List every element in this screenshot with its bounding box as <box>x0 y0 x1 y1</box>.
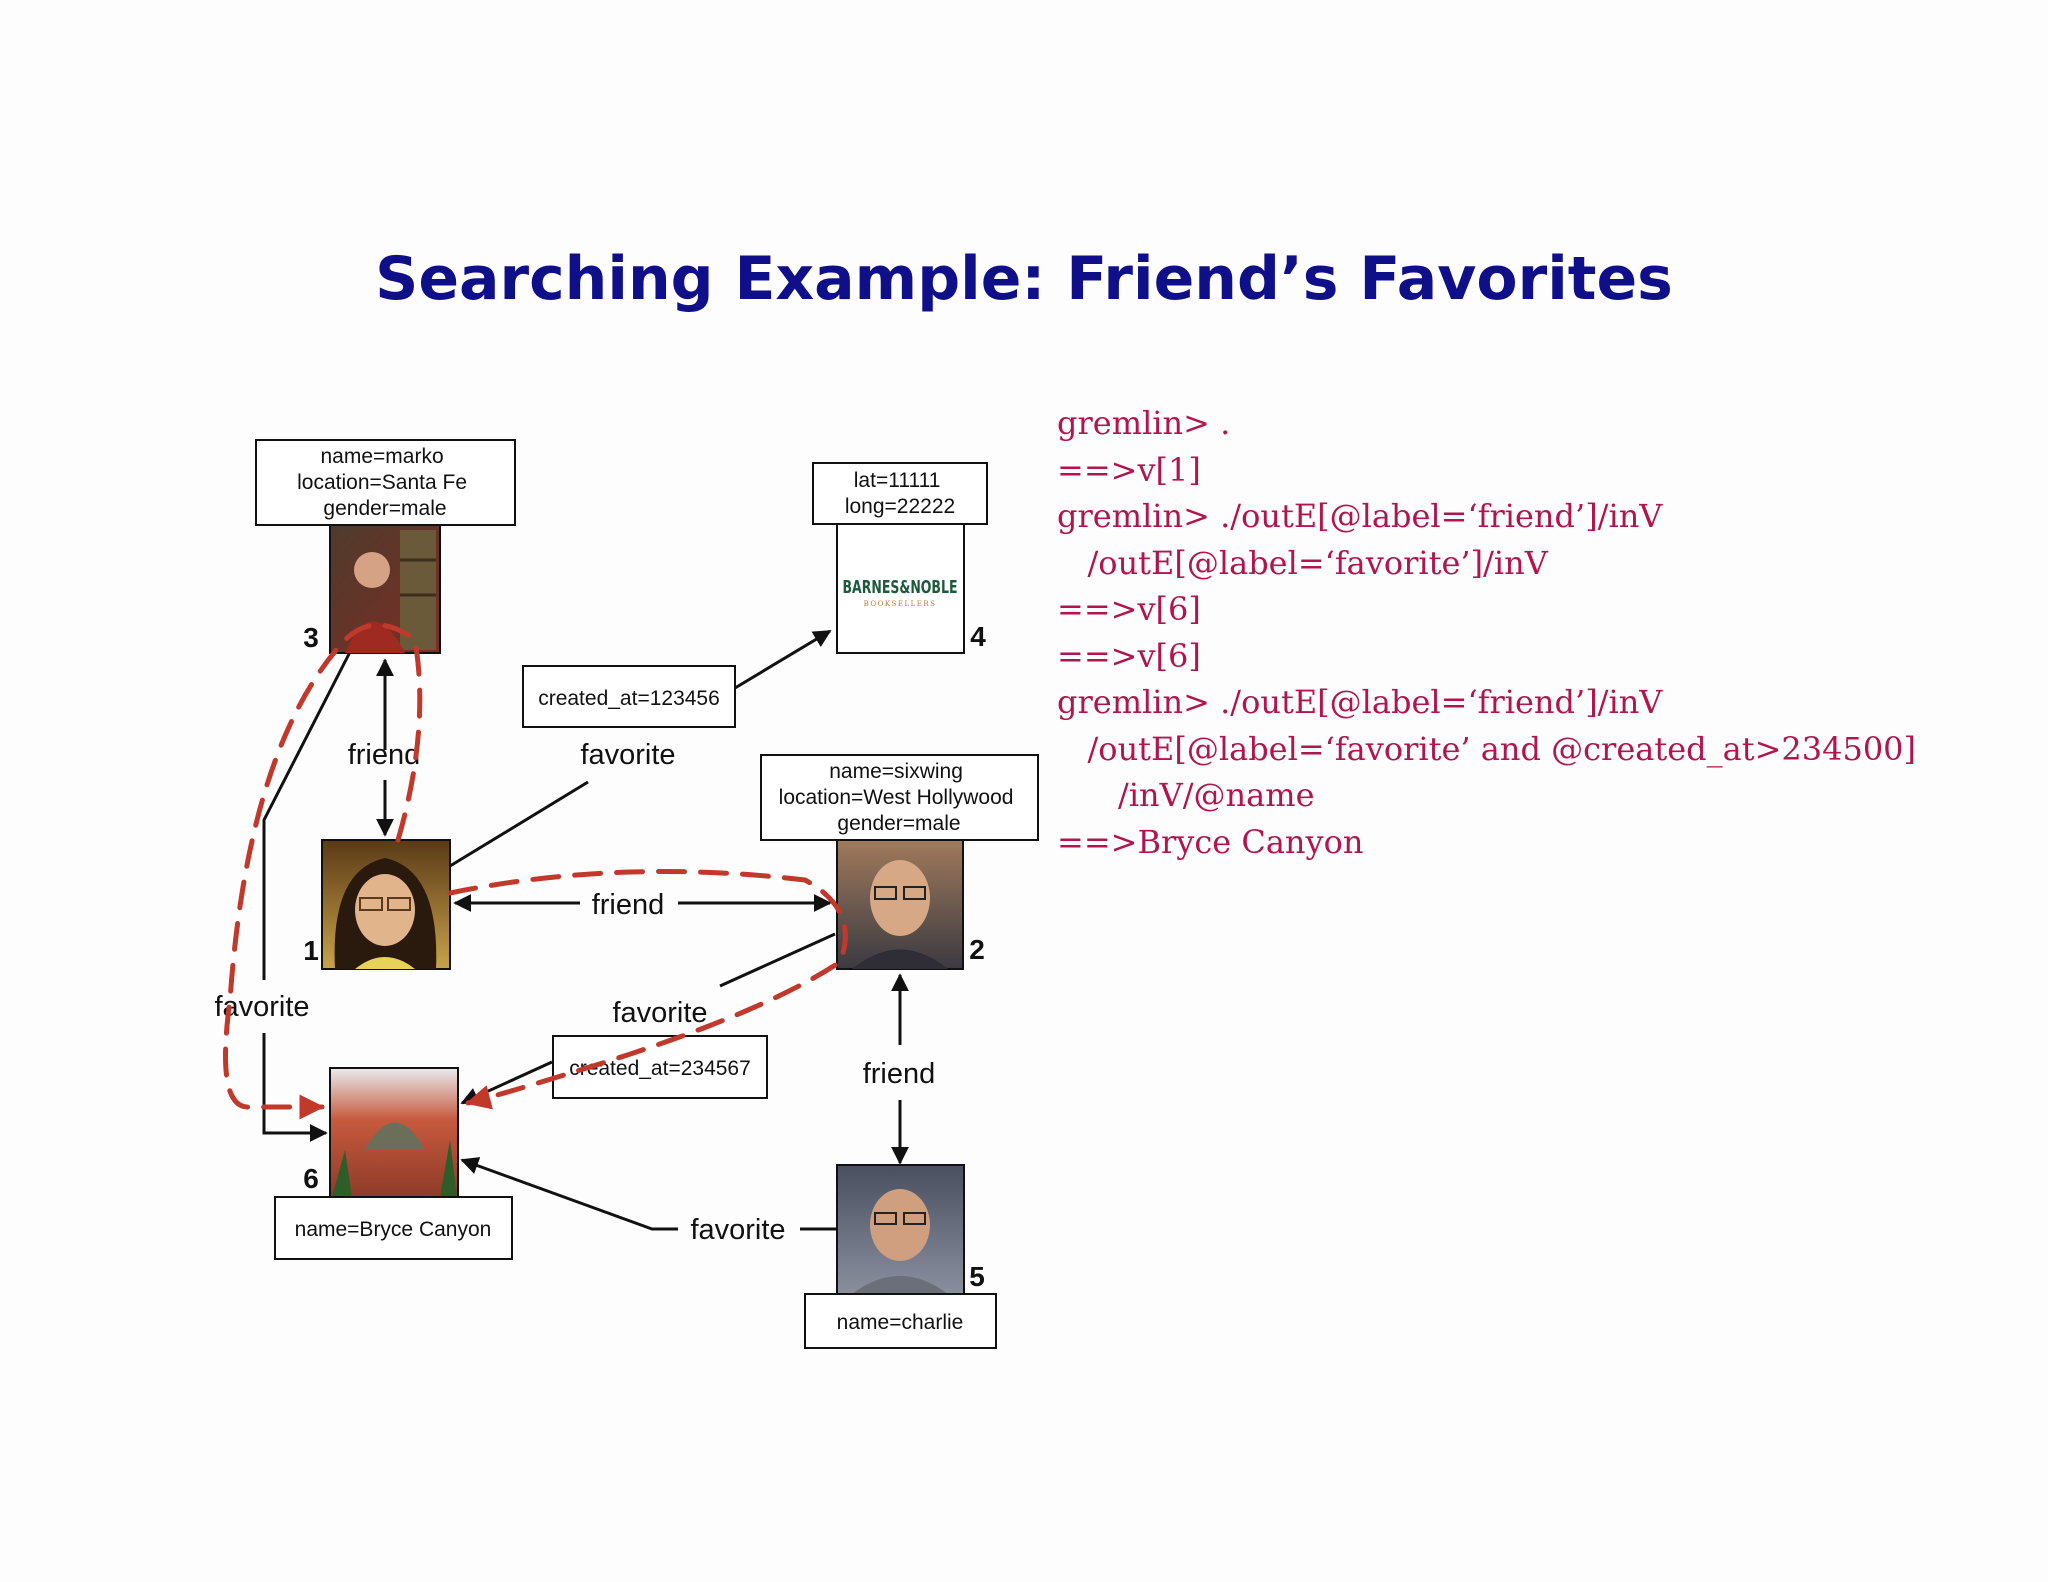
edge-label-friend-1-2: friend <box>592 889 665 921</box>
vertex-1: 1 <box>303 839 451 970</box>
vertex-6-prop: name=Bryce Canyon <box>295 1218 492 1241</box>
code-line: gremlin> . <box>1057 404 1231 442</box>
code-line: ==>v[6] <box>1057 590 1201 628</box>
person-photo-charlie <box>836 1164 965 1295</box>
slide-title: Searching Example: Friend’s Favorites <box>375 244 1673 314</box>
vertex-4-props-box <box>812 462 988 525</box>
vertex-2-prop: name=sixwing <box>829 760 963 783</box>
vertex-2-prop: gender=male <box>837 812 960 835</box>
vertex-3-id: 3 <box>303 622 319 653</box>
barnes-noble-logo-text: BARNES&NOBLE <box>843 577 958 598</box>
code-line: /inV/@name <box>1057 776 1315 814</box>
edge-props-2-6: created_at=234567 <box>569 1057 751 1080</box>
code-line: ==>v[6] <box>1057 636 1201 675</box>
traversal-path-1-to-2-to-6 <box>447 869 848 1110</box>
vertex-5: 5 name=charlie <box>804 1164 997 1349</box>
person-photo-marko <box>329 524 441 654</box>
vertex-5-props-box <box>804 1293 997 1349</box>
vertex-5-id: 5 <box>969 1261 985 1292</box>
traversal-path-1-to-3-to-6 <box>223 622 423 1120</box>
svg-text:name=marko location=Sant: name=marko location=Santa Fe gender=male <box>297 445 473 520</box>
edge-favorite-3-6: favorite <box>214 651 352 1142</box>
code-line: gremlin> ./outE[@label=‘friend’]/inV <box>1057 497 1663 535</box>
vertex-6: 6 name=Bryce Canyon <box>274 1067 513 1260</box>
vertex-4-prop: long=22222 <box>845 495 955 518</box>
gremlin-console: gremlin> . ==>v[1] gremlin> ./outE[@labe… <box>1057 400 1916 865</box>
vertex-3-prop: location=Santa Fe <box>297 471 467 494</box>
vertex-1-id: 1 <box>303 935 319 966</box>
code-line: ==>v[1] <box>1057 450 1201 489</box>
edge-friend-2-5: friend <box>863 973 936 1165</box>
vertex-2-prop: location=West Hollywood <box>779 786 1014 809</box>
svg-text:lat=11111 long=22222: lat=11111 long=22222 <box>845 469 955 518</box>
vertex-6-props-box <box>274 1196 513 1260</box>
edge-label-friend-2-5: friend <box>863 1058 936 1090</box>
vertex-5-prop: name=charlie <box>837 1311 964 1334</box>
code-line: gremlin> ./outE[@label=‘friend’]/inV <box>1057 683 1663 721</box>
barnes-noble-logo-subtext: BOOKSELLERS <box>864 600 937 608</box>
svg-text:name=sixwing location=We: name=sixwing location=West Hollywood gen… <box>779 760 1020 835</box>
edge-favorite-2-6: favorite created_at=234567 <box>460 932 836 1105</box>
code-line: /outE[@label=‘favorite’]/inV <box>1057 543 1548 582</box>
edge-friend-1-3: friend <box>348 658 421 837</box>
edge-props-1-4: created_at=123456 <box>538 687 720 710</box>
edge-label-favorite-1-4: favorite <box>580 739 675 771</box>
edge-friend-1-2: friend <box>453 889 832 921</box>
person-photo-sixwing <box>836 839 964 970</box>
vertex-3-prop: name=marko <box>321 445 444 468</box>
edge-label-friend-1-3: friend <box>348 739 421 771</box>
person-photo-marko-friend <box>321 839 451 970</box>
vertex-3: name=marko location=Santa Fe gender=male… <box>255 439 516 654</box>
edge-favorite-1-4: favorite created_at=123456 <box>449 629 832 868</box>
vertex-3-props-box <box>255 439 516 526</box>
vertex-2: name=sixwing location=West Hollywood gen… <box>760 754 1039 970</box>
vertex-2-props-box <box>760 754 1039 841</box>
edge-favorite-5-6: favorite <box>460 1157 837 1246</box>
vertex-2-id: 2 <box>969 934 985 965</box>
barnes-noble-logo: BARNES&NOBLE BOOKSELLERS <box>836 523 965 654</box>
vertex-6-id: 6 <box>303 1163 319 1194</box>
canyon-photo <box>329 1067 459 1198</box>
traversal-path <box>223 622 848 1120</box>
vertex-4: lat=11111 long=22222 BARNES&NOBLE BOOKSE… <box>812 462 988 654</box>
edge-label-favorite-2-6: favorite <box>612 997 707 1029</box>
code-line: /outE[@label=‘favorite’ and @created_at>… <box>1057 729 1917 768</box>
edge-label-favorite-5-6: favorite <box>690 1214 785 1246</box>
vertex-3-prop: gender=male <box>323 497 446 520</box>
vertex-4-prop: lat=11111 <box>854 469 941 492</box>
vertex-4-id: 4 <box>970 621 986 652</box>
edge-props-box-1-4 <box>522 665 736 728</box>
code-line: ==>Bryce Canyon <box>1057 822 1364 861</box>
